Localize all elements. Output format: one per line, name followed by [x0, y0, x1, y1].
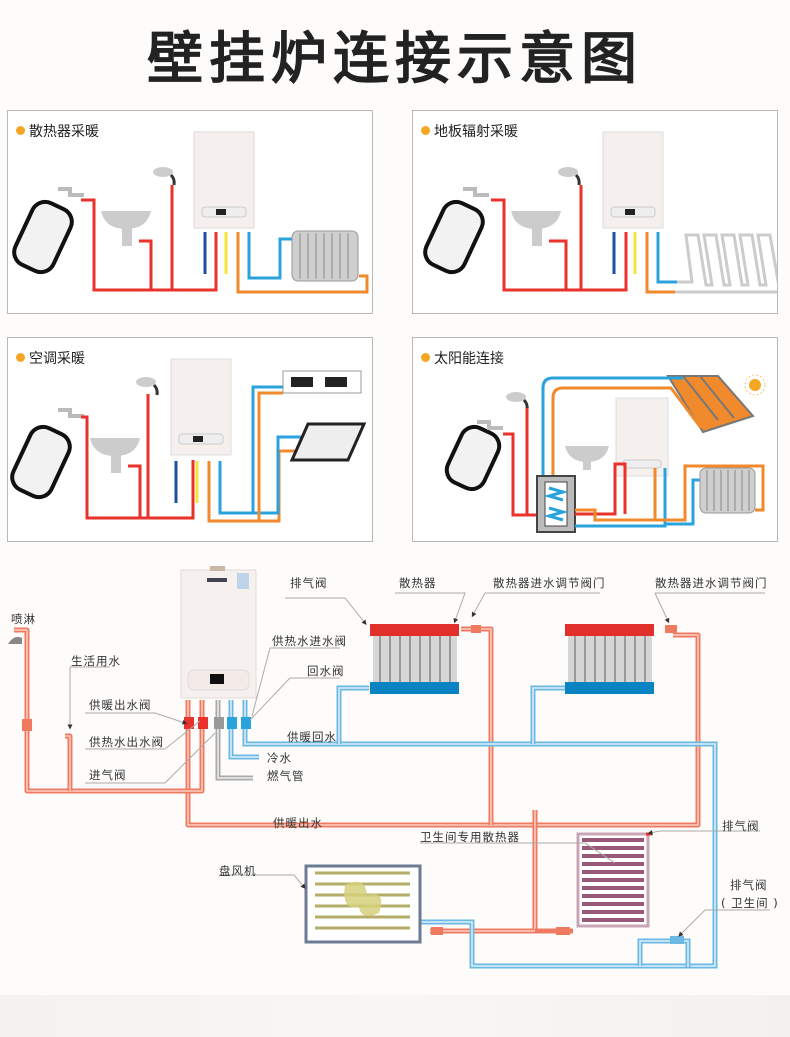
label-vent-valve-2: 排气阀 [722, 819, 760, 833]
label-shower: 喷淋 [11, 612, 36, 626]
faucet-icon [477, 420, 503, 430]
valve-icon [241, 717, 251, 729]
ac-heating-diagram [10, 358, 367, 523]
label-vent-valve-bathroom-note: ( 卫生间 ) [721, 896, 779, 910]
sink-icon [101, 211, 151, 246]
footer-band [0, 995, 790, 1037]
label-gas-pipe: 燃气管 [267, 769, 305, 783]
boiler-icon [180, 566, 257, 699]
radiator-icon [699, 467, 756, 514]
faucet-icon [463, 187, 489, 197]
water-tank-icon [536, 475, 576, 533]
label-radiator-inlet-valve-1: 散热器进水调节阀门 [493, 576, 606, 590]
bathtub-icon [12, 199, 74, 275]
panel-title: 太阳能连接 [434, 351, 504, 367]
main-connection-diagram [8, 566, 770, 969]
panel-title: 空调采暖 [29, 351, 85, 367]
bathtub-icon [423, 199, 485, 275]
label-gas-inlet-valve: 进气阀 [89, 768, 127, 782]
label-fan-coil: 盘风机 [219, 864, 257, 878]
shower-icon [558, 167, 581, 186]
panel-solar: 太阳能连接 [412, 337, 778, 542]
sink-icon [511, 211, 561, 246]
fan-coil-icon [304, 864, 443, 944]
label-vent-valve: 排气阀 [290, 576, 328, 590]
sink-icon [90, 438, 140, 473]
panel-title: 散热器采暖 [29, 124, 99, 140]
floor-heating-diagram [423, 131, 777, 294]
boiler-icon [170, 358, 232, 456]
panel-label: 空调采暖 [16, 348, 85, 368]
label-heating-out-valve: 供暖出水阀 [89, 698, 152, 712]
valve-icon [214, 717, 224, 729]
label-cold-water: 冷水 [267, 751, 292, 765]
valve-icon [22, 719, 32, 731]
panel-ac-heating: 空调采暖 [7, 337, 373, 542]
bathtub-icon [10, 424, 72, 500]
panel-radiator-heating: 散热器采暖 [7, 110, 373, 314]
cassette-ac-icon [289, 422, 367, 462]
solar-diagram [444, 374, 766, 533]
panel-label: 地板辐射采暖 [421, 121, 518, 141]
boiler-icon [602, 131, 664, 229]
sink-icon [565, 446, 609, 470]
label-bathroom-radiator: 卫生间专用散热器 [420, 830, 520, 844]
radiator-icon [565, 624, 677, 694]
radiator-icon [370, 624, 481, 694]
boiler-icon [193, 131, 255, 229]
bathtub-icon [444, 424, 502, 492]
bullet-icon [421, 353, 430, 362]
label-radiator: 散热器 [399, 576, 437, 590]
bathroom-radiator-icon [556, 832, 684, 944]
shower-icon [136, 377, 159, 396]
valve-icon [198, 717, 208, 729]
sun-icon [744, 374, 766, 396]
faucet-icon [58, 187, 84, 197]
label-hot-water-in-valve: 供热水进水阀 [272, 634, 347, 648]
radiator-heating-diagram [12, 131, 369, 294]
bullet-icon [16, 126, 25, 135]
bullet-icon [421, 126, 430, 135]
valve-icon [184, 717, 194, 729]
panel-title: 地板辐射采暖 [434, 124, 518, 140]
floor-coil-icon [675, 233, 777, 294]
label-domestic-water: 生活用水 [71, 654, 121, 668]
ducted-ac-icon [282, 370, 362, 394]
label-hot-water-out-valve: 供热水出水阀 [89, 735, 164, 749]
panel-label: 散热器采暖 [16, 121, 99, 141]
page-title: 壁挂炉连接示意图 [147, 26, 643, 92]
valve-icon [227, 717, 237, 729]
label-vent-valve-bathroom: 排气阀 [730, 878, 768, 892]
label-heating-return: 供暖回水 [287, 730, 337, 744]
shower-icon [153, 167, 176, 186]
faucet-icon [58, 408, 84, 418]
shower-head-icon [8, 636, 22, 644]
panel-label: 太阳能连接 [421, 348, 504, 368]
radiator-icon [291, 230, 359, 282]
panel-floor-heating: 地板辐射采暖 [412, 110, 778, 314]
bullet-icon [16, 353, 25, 362]
label-return-valve: 回水阀 [307, 664, 345, 678]
label-heating-out: 供暖出水 [273, 816, 323, 830]
label-radiator-inlet-valve-2: 散热器进水调节阀门 [655, 576, 768, 590]
